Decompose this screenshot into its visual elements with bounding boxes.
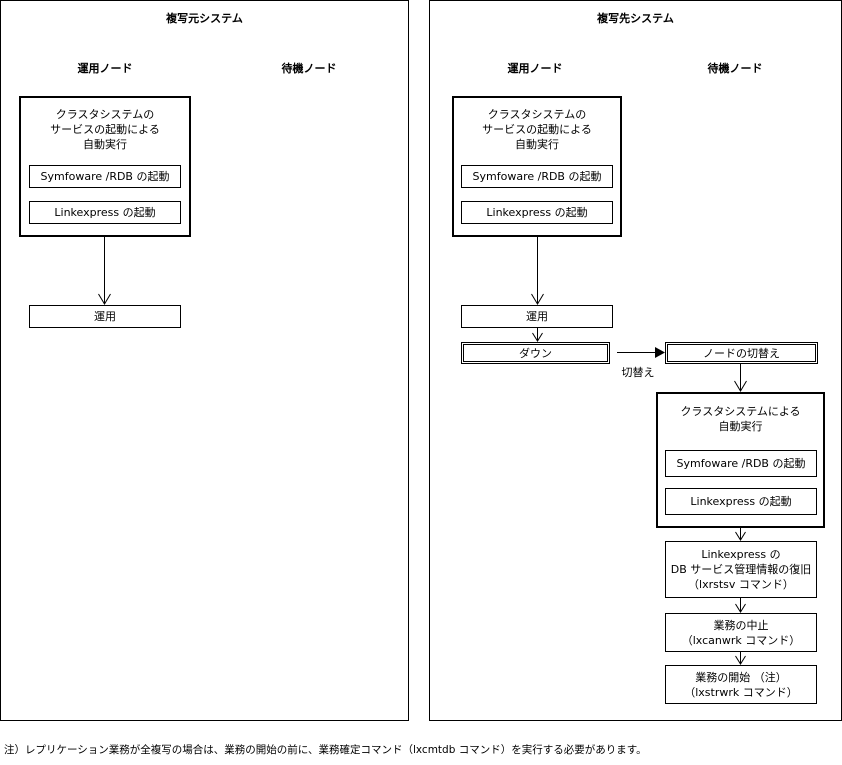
- target-down-box: ダウン: [461, 342, 610, 364]
- standby-startup-group-label: クラスタシステムによる 自動実行: [680, 405, 801, 433]
- target-system-title: 複写先システム: [597, 12, 674, 25]
- footnote: 注）レプリケーション業務が全複写の場合は、業務の開始の前に、業務確定コマンド（l…: [4, 744, 647, 756]
- arrowhead-source-operation: [98, 293, 111, 305]
- arrowhead-node-switch: [655, 347, 665, 358]
- source-active-node-label: 運用ノード: [77, 62, 133, 75]
- target-operation-box: 運用: [461, 305, 613, 328]
- target-startup-group-label: クラスタシステムの サービスの起動による 自動実行: [482, 108, 592, 151]
- arrowhead-restore: [735, 531, 746, 541]
- arrowhead-standby-group: [734, 380, 747, 392]
- arrowhead-down: [532, 332, 543, 342]
- target-standby-node-label: 待機ノード: [707, 62, 763, 75]
- source-standby-node-label: 待機ノード: [281, 62, 337, 75]
- arrowhead-start: [735, 655, 746, 665]
- target-linkexpress-box: Linkexpress の起動: [461, 201, 613, 224]
- target-active-node-label: 運用ノード: [507, 62, 563, 75]
- source-linkexpress-box: Linkexpress の起動: [29, 201, 181, 224]
- standby-symfoware-box: Symfoware /RDB の起動: [665, 450, 817, 477]
- source-system-title: 複写元システム: [166, 12, 243, 25]
- standby-linkexpress-box: Linkexpress の起動: [665, 488, 817, 515]
- restore-box: Linkexpress の DB サービス管理情報の復旧 （lxrstsv コマ…: [665, 541, 817, 598]
- start-box: 業務の開始 （注） （lxstrwrk コマンド）: [665, 665, 817, 704]
- source-symfoware-box: Symfoware /RDB の起動: [29, 165, 181, 188]
- stop-box: 業務の中止 （lxcanwrk コマンド）: [665, 613, 817, 652]
- arrowhead-target-operation: [531, 293, 544, 305]
- node-switch-box: ノードの切替え: [665, 342, 818, 364]
- switch-label: 切替え: [621, 366, 655, 379]
- source-operation-box: 運用: [29, 305, 181, 328]
- target-symfoware-box: Symfoware /RDB の起動: [461, 165, 613, 188]
- arrowhead-stop: [735, 603, 746, 613]
- source-startup-group-label: クラスタシステムの サービスの起動による 自動実行: [50, 108, 160, 151]
